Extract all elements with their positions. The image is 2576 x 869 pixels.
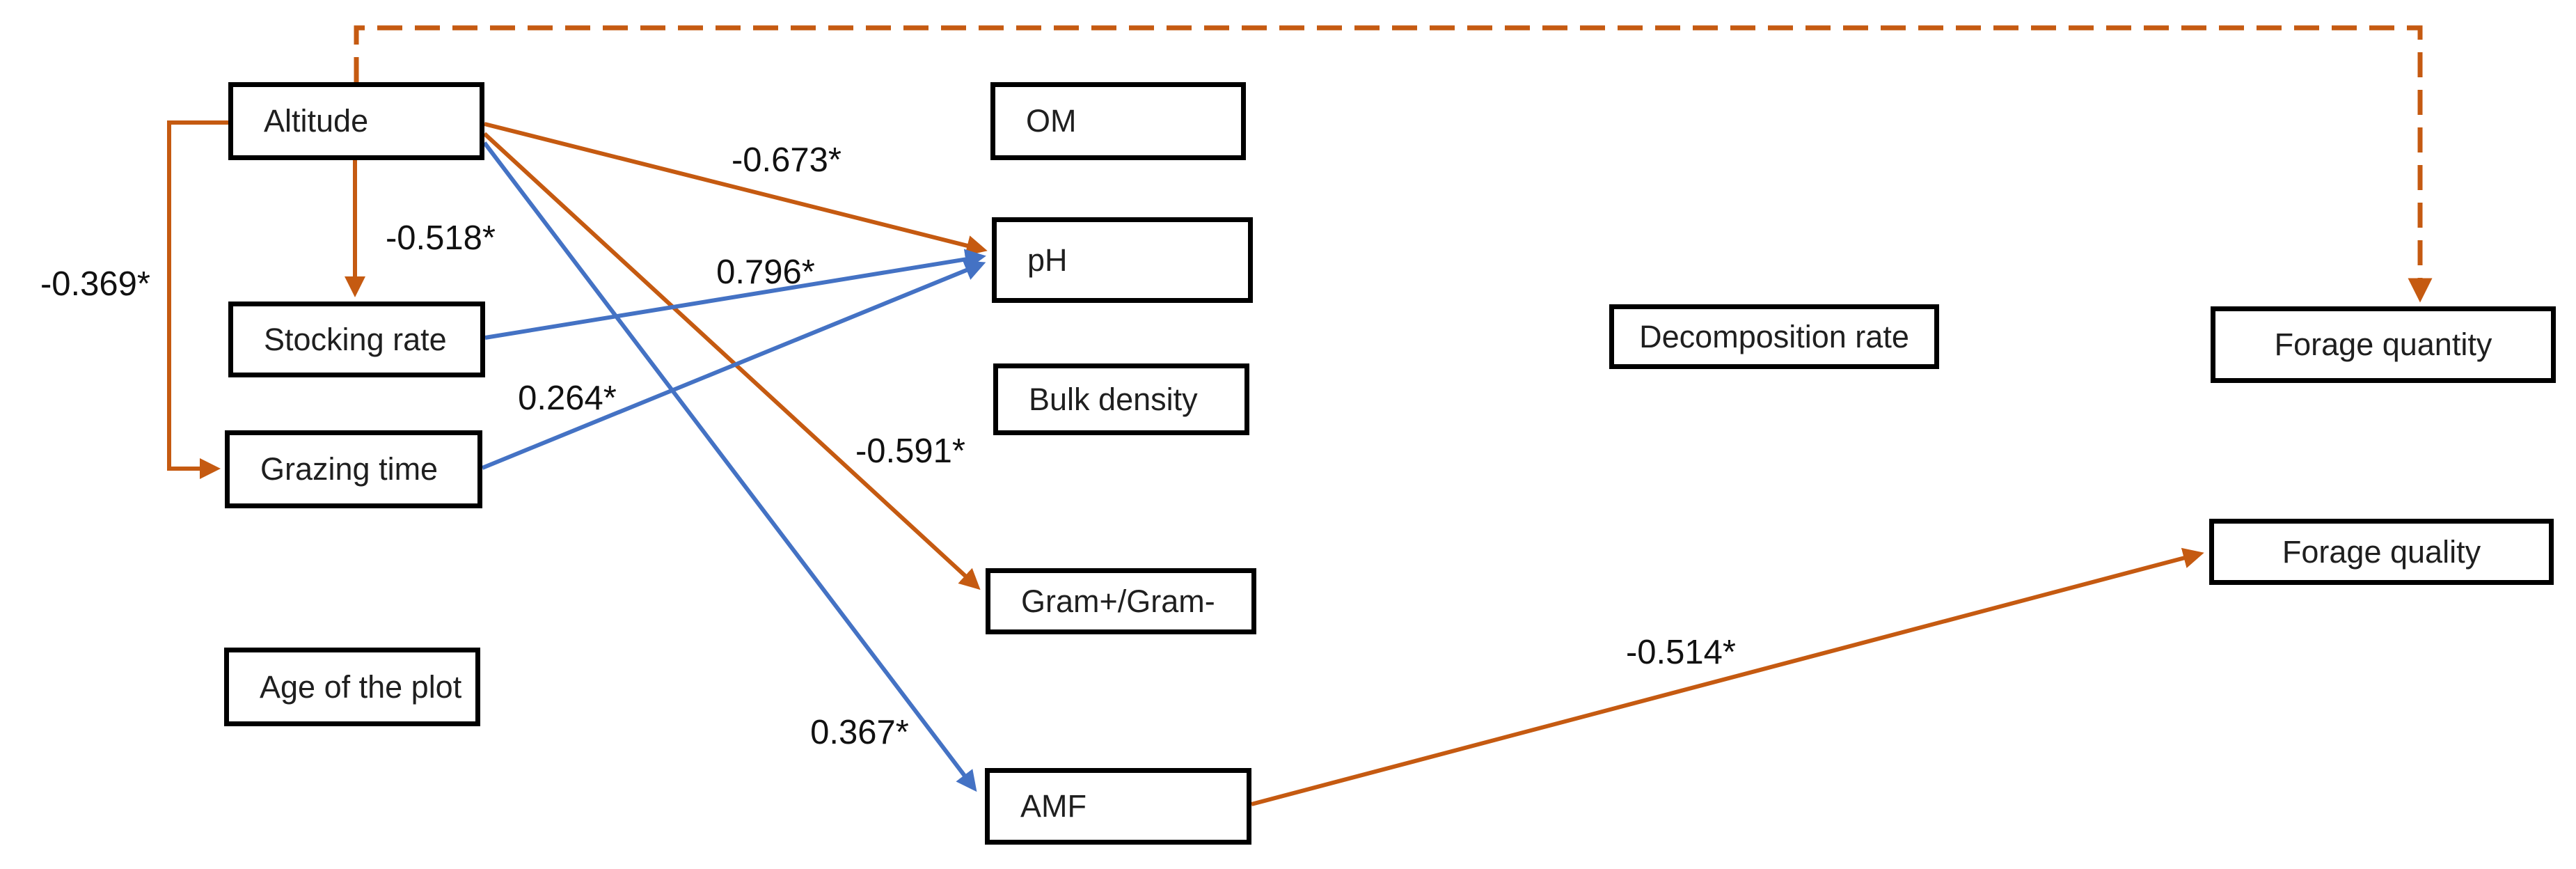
box-forage-quality: Forage quality — [2209, 519, 2554, 585]
box-bulk-density-label: Bulk density — [1029, 381, 1198, 417]
edge-altitude-gram-ratio — [482, 132, 981, 590]
edge-altitude-forage-quantity-dashed — [354, 25, 2433, 303]
box-stocking-rate-label: Stocking rate — [264, 321, 447, 357]
edge-amf-forage-quality — [1251, 547, 2204, 806]
box-forage-quantity: Forage quantity — [2211, 306, 2556, 383]
coef-amf-forage-quality: -0.514* — [1625, 634, 1737, 671]
box-altitude-label: Altitude — [264, 103, 369, 139]
edge-stocking-rate-ph — [484, 249, 986, 340]
box-amf: AMF — [985, 768, 1251, 845]
box-altitude: Altitude — [228, 82, 484, 160]
box-forage-quality-label: Forage quality — [2282, 533, 2481, 570]
coef-altitude-grazing-time: -0.369* — [40, 265, 151, 303]
box-om-label: OM — [1026, 103, 1077, 139]
box-stocking-rate: Stocking rate — [228, 302, 485, 377]
box-age-of-plot: Age of the plot — [224, 648, 480, 726]
box-om: OM — [990, 82, 1246, 160]
box-bulk-density: Bulk density — [993, 363, 1249, 435]
box-decomposition-rate-label: Decomposition rate — [1639, 318, 1909, 354]
coef-altitude-stocking-rate: -0.518* — [385, 219, 496, 257]
box-grazing-time-label: Grazing time — [260, 451, 438, 487]
box-ph-label: pH — [1027, 242, 1068, 278]
box-grazing-time: Grazing time — [225, 430, 482, 508]
box-ph: pH — [992, 217, 1253, 303]
box-age-of-plot-label: Age of the plot — [260, 668, 462, 705]
edge-altitude-grazing-time — [167, 120, 228, 479]
edge-altitude-amf — [482, 141, 977, 792]
coef-altitude-ph: -0.673* — [731, 141, 842, 179]
box-amf-label: AMF — [1020, 788, 1086, 824]
box-gram-ratio-label: Gram+/Gram- — [1021, 583, 1215, 619]
box-gram-ratio: Gram+/Gram- — [986, 568, 1256, 634]
edge-altitude-ph — [484, 122, 988, 256]
coef-stocking-rate-ph: 0.796* — [716, 253, 815, 291]
edge-grazing-time-ph — [481, 260, 986, 470]
coef-altitude-gram-ratio: -0.591* — [855, 432, 966, 470]
box-decomposition-rate: Decomposition rate — [1609, 304, 1939, 369]
coef-grazing-time-ph: 0.264* — [518, 379, 617, 417]
box-forage-quantity-label: Forage quantity — [2274, 327, 2492, 362]
coef-altitude-amf: 0.367* — [810, 714, 909, 751]
